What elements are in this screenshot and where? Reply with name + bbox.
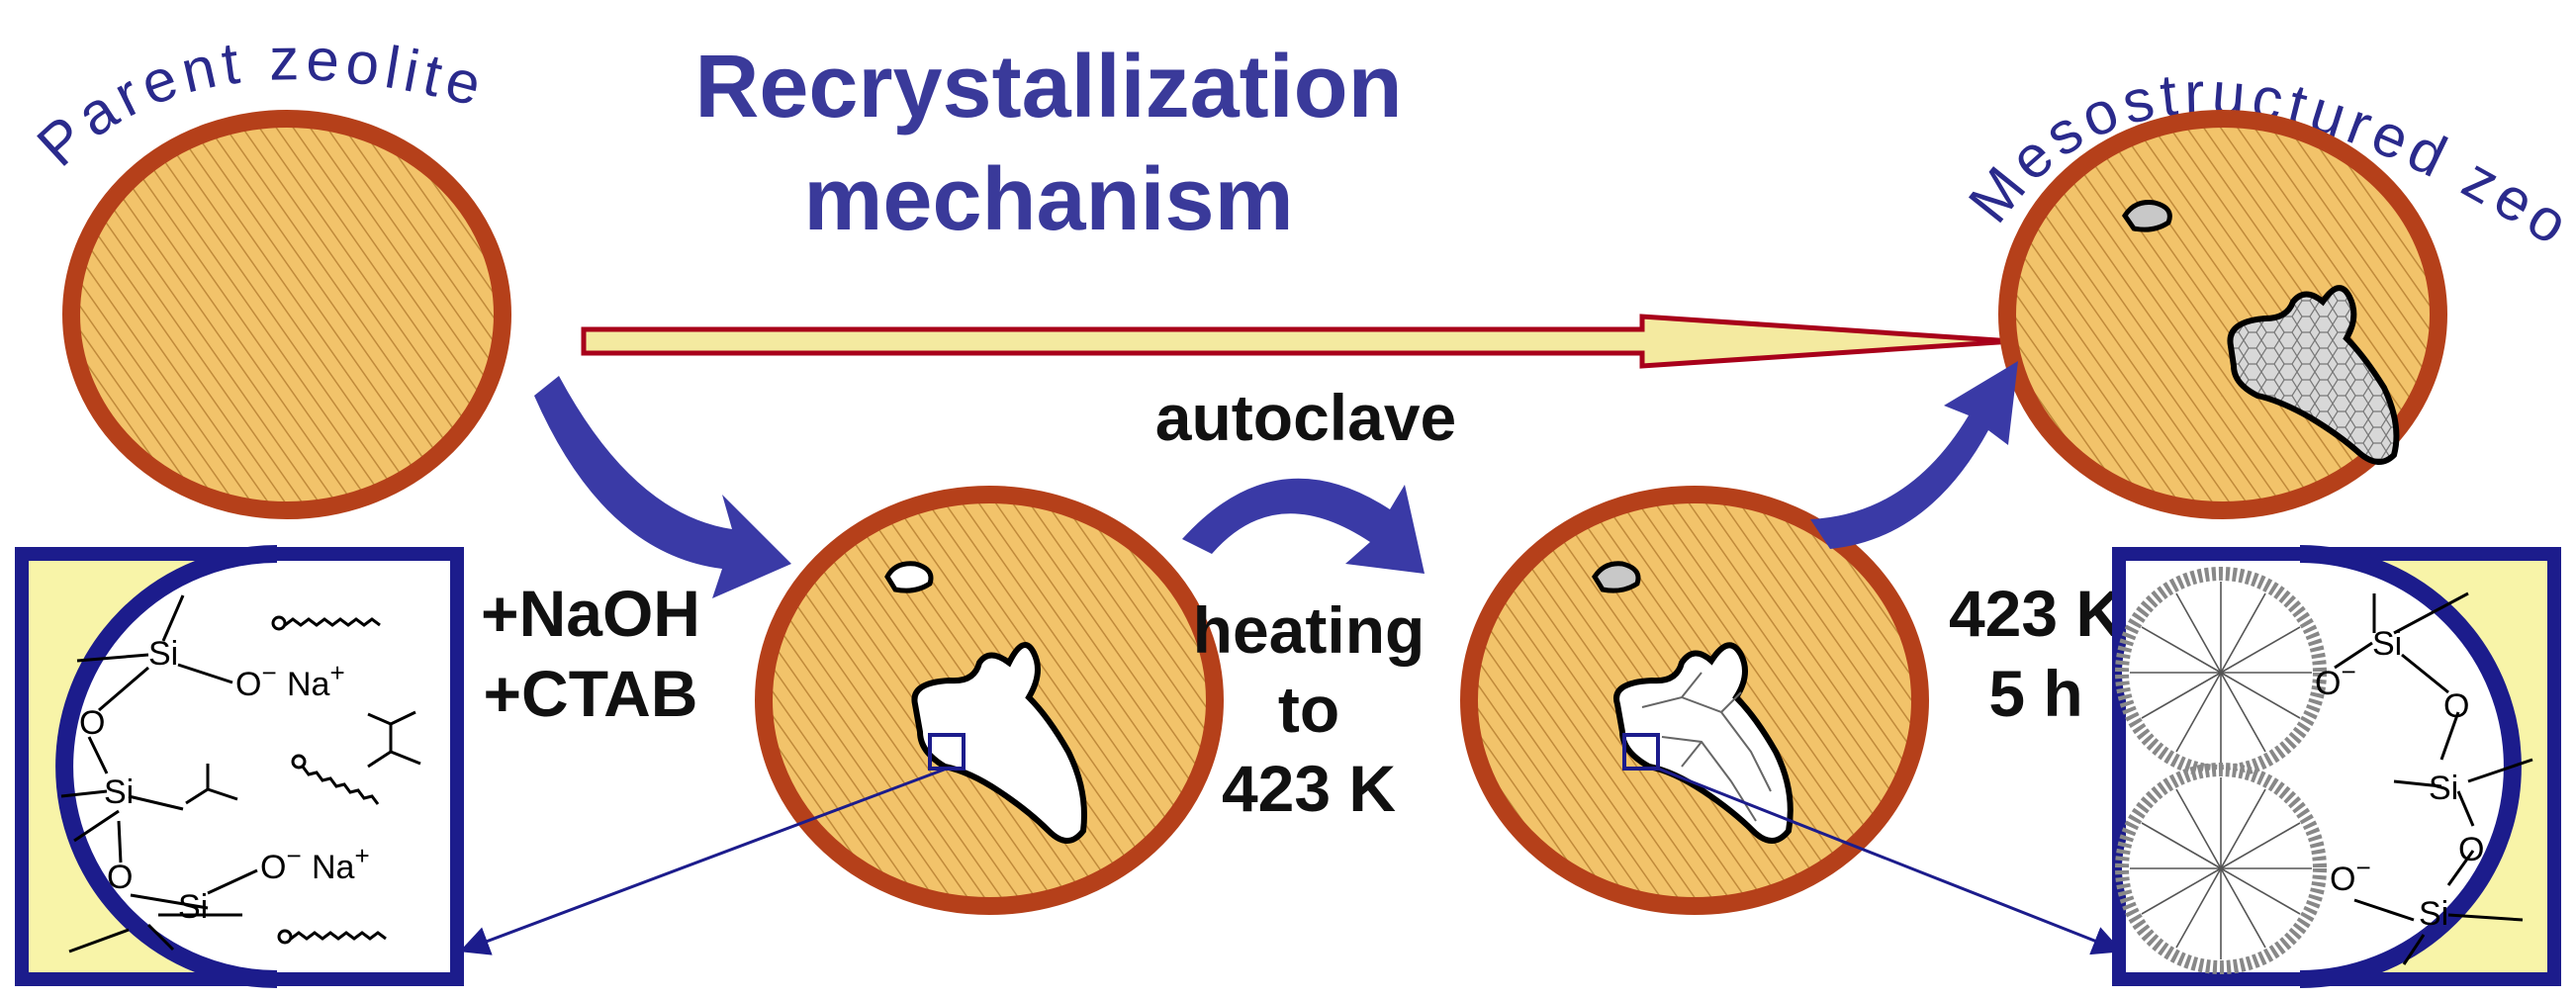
zoom-box-right (1622, 733, 1660, 771)
oxygen-atom: O (2458, 831, 2484, 868)
title-line1: Recrystallization (694, 38, 1402, 136)
dissolving-zeolite-disc (755, 486, 1224, 915)
reagent-ctab-label: +CTAB (484, 657, 698, 730)
zoom-line-right (1657, 767, 2123, 955)
small-cavity (884, 561, 934, 593)
sodium-cation: Na+ (312, 841, 370, 886)
recrystallizing-zeolite-disc (1460, 486, 1929, 915)
anionic-oxygen: O− (2315, 657, 2356, 702)
surface-inset-right: Si O Si O Si O− O− (2112, 545, 2561, 988)
autoclave-label: autoclave (1155, 381, 1456, 454)
heating-label-line3: 423 K (1222, 752, 1396, 825)
mesopore-region (2227, 285, 2400, 465)
surface-inset-left: Si O Si O Si O− Na+ O− Na+ (15, 545, 464, 988)
sodium-cation: Na+ (287, 658, 345, 703)
zoom-line-left (459, 767, 948, 955)
dissolved-cavity (911, 642, 1087, 844)
heating-label-line2: to (1278, 673, 1339, 746)
anionic-oxygen: O− (260, 841, 302, 886)
reagent-naoh-label: +NaOH (481, 577, 700, 650)
title-line2: mechanism (803, 150, 1293, 249)
silicon-atom: Si (2429, 770, 2458, 807)
anionic-oxygen: O− (2330, 853, 2371, 898)
parent-zeolite-disc (62, 110, 511, 519)
condition-time-label: 5 h (1988, 657, 2082, 730)
oxygen-atom: O (2443, 687, 2469, 725)
anionic-oxygen: O− (235, 658, 277, 703)
curved-arrow-to-meso (1810, 361, 2018, 549)
silicon-atom: Si (2372, 625, 2402, 663)
oxygen-atom: O (107, 859, 133, 896)
curved-arrow-heating (1182, 478, 1425, 574)
silicon-atom: Si (2419, 895, 2448, 933)
main-process-arrow (581, 314, 2014, 369)
micelle-top (2115, 567, 2327, 778)
silicon-atom: Si (178, 888, 208, 926)
condition-temp-label: 423 K (1949, 577, 2123, 650)
small-gray-cavity (1592, 561, 1641, 593)
silicon-atom: Si (104, 773, 134, 811)
mesostructured-zeolite-disc (1998, 110, 2447, 519)
small-gray-pore (2122, 200, 2172, 232)
heating-label-line1: heating (1193, 593, 1426, 667)
silicon-atom: Si (148, 635, 178, 673)
micelle-bottom (2115, 763, 2327, 974)
ctab-molecules (185, 615, 421, 945)
oxygen-atom: O (79, 704, 105, 742)
curved-arrow-to-dissolution (534, 376, 791, 598)
